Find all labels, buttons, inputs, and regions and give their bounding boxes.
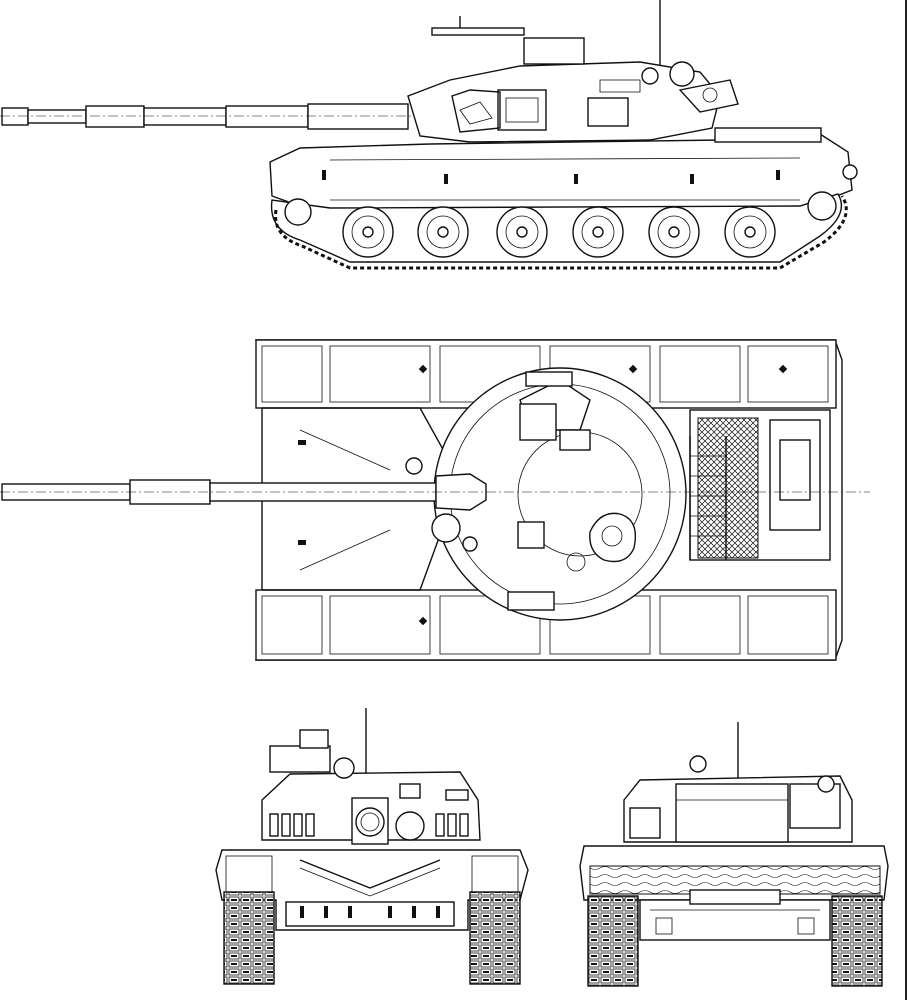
side-running-gear bbox=[270, 191, 848, 270]
front-view bbox=[215, 708, 529, 985]
top-view bbox=[0, 339, 870, 661]
top-gun-barrel bbox=[0, 473, 870, 511]
top-fender-boxes bbox=[261, 345, 829, 655]
side-road-wheels bbox=[342, 206, 776, 258]
sheet-edge-line bbox=[905, 0, 907, 1000]
side-gun-barrel bbox=[0, 103, 460, 130]
top-turret bbox=[433, 367, 687, 621]
side-hull bbox=[269, 127, 858, 213]
front-smoke-launchers bbox=[269, 813, 469, 837]
front-tow-hooks bbox=[300, 906, 440, 918]
side-view bbox=[0, 0, 858, 270]
rear-view bbox=[579, 722, 889, 987]
top-engine-deck bbox=[689, 409, 831, 561]
side-turret bbox=[407, 0, 739, 143]
